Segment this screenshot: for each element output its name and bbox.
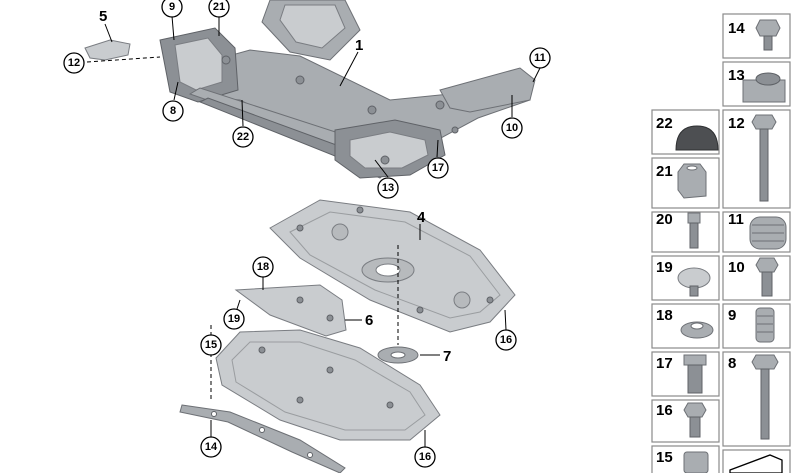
svg-text:22: 22 xyxy=(237,131,249,143)
svg-text:21: 21 xyxy=(213,1,225,13)
svg-text:19: 19 xyxy=(656,259,673,276)
callout-8: 8 xyxy=(162,100,184,122)
part-cell-11: 11 xyxy=(722,211,791,253)
underbody-panel-4 xyxy=(269,199,516,333)
svg-text:9: 9 xyxy=(169,1,175,13)
svg-text:13: 13 xyxy=(382,182,394,194)
svg-text:8: 8 xyxy=(170,105,176,117)
part-cell-10: 10 xyxy=(722,255,791,301)
panel-6 xyxy=(234,284,347,337)
next-page-arrow-icon xyxy=(722,449,791,473)
svg-text:15: 15 xyxy=(656,449,673,466)
callout-4: 4 xyxy=(417,209,426,226)
svg-text:17: 17 xyxy=(432,162,444,174)
callout-15: 15 xyxy=(200,334,222,356)
callout-13: 13 xyxy=(377,177,399,199)
part-cell-19: 19 xyxy=(651,255,720,301)
callout-22: 22 xyxy=(232,126,254,148)
part-cell-14: 14 xyxy=(722,13,791,59)
parts-legend: 14 13 22 12 21 xyxy=(651,13,791,473)
part-7-plate xyxy=(377,346,419,364)
part-cell-13: 13 xyxy=(722,61,791,107)
svg-text:19: 19 xyxy=(228,313,240,325)
svg-text:12: 12 xyxy=(728,115,745,132)
part-cell-20: 20 xyxy=(651,211,720,253)
svg-text:16: 16 xyxy=(656,402,673,419)
lower-underbody-panel xyxy=(215,329,441,441)
callout-18: 18 xyxy=(252,256,274,278)
callout-7: 7 xyxy=(443,348,451,365)
callout-19: 19 xyxy=(223,308,245,330)
callout-11: 11 xyxy=(529,47,551,69)
svg-text:14: 14 xyxy=(205,441,218,453)
callout-12: 12 xyxy=(63,52,85,74)
callout-6: 6 xyxy=(365,312,373,329)
svg-text:16: 16 xyxy=(419,451,431,463)
part-cell-9: 9 xyxy=(722,303,791,349)
callout-16a: 16 xyxy=(495,329,517,351)
part-cell-22: 22 xyxy=(651,109,720,155)
svg-text:12: 12 xyxy=(68,57,80,69)
front-subframe xyxy=(84,0,536,179)
svg-text:13: 13 xyxy=(728,67,745,84)
svg-text:10: 10 xyxy=(506,122,518,134)
reinforcement-strip xyxy=(179,404,346,473)
callout-9: 9 xyxy=(161,0,183,18)
part-cell-12: 12 xyxy=(722,109,791,209)
svg-text:8: 8 xyxy=(728,355,736,372)
svg-text:11: 11 xyxy=(534,52,546,64)
svg-text:17: 17 xyxy=(656,355,673,372)
callout-1: 1 xyxy=(355,37,363,54)
svg-text:11: 11 xyxy=(728,211,744,228)
part-cell-15: 15 xyxy=(651,445,720,473)
svg-text:16: 16 xyxy=(500,334,512,346)
part-cell-8: 8 xyxy=(722,351,791,447)
svg-text:18: 18 xyxy=(656,307,673,324)
svg-text:15: 15 xyxy=(205,339,217,351)
callout-16b: 16 xyxy=(414,446,436,468)
callout-10: 10 xyxy=(501,117,523,139)
part-cell-18: 18 xyxy=(651,303,720,349)
svg-text:21: 21 xyxy=(656,163,673,180)
part-cell-21: 21 xyxy=(651,157,720,209)
svg-text:9: 9 xyxy=(728,307,736,324)
callout-14: 14 xyxy=(200,436,222,458)
part-cell-17: 17 xyxy=(651,351,720,397)
part-cell-16: 16 xyxy=(651,399,720,443)
svg-text:14: 14 xyxy=(728,20,745,37)
svg-text:22: 22 xyxy=(656,115,673,132)
callout-21: 21 xyxy=(208,0,230,18)
svg-text:20: 20 xyxy=(656,211,673,228)
callout-5: 5 xyxy=(99,8,107,25)
callout-17: 17 xyxy=(427,157,449,179)
svg-text:18: 18 xyxy=(257,261,269,273)
svg-text:10: 10 xyxy=(728,259,745,276)
